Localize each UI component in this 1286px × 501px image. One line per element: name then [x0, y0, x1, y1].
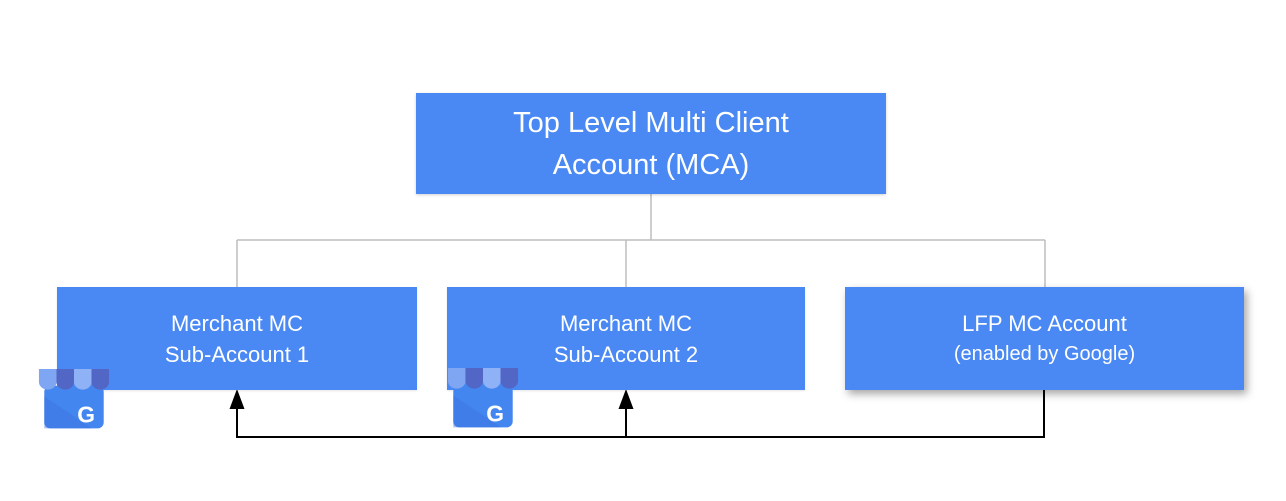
awning-stripe-2: [56, 369, 74, 390]
lfp-feed-line: [236, 390, 1045, 438]
awning-stripe-2: [465, 368, 483, 389]
awning-stripe-4: [500, 368, 519, 389]
google-g-letter: G: [77, 401, 95, 427]
awning-stripe-1: [38, 369, 57, 390]
node-top-level-mca: Top Level Multi Client Account (MCA): [416, 93, 886, 194]
awning-stripe-1: [447, 368, 466, 389]
google-g-letter: G: [486, 400, 504, 426]
awning-stripe-3: [483, 368, 501, 389]
storefront-body: [44, 385, 104, 429]
node-lfp-line1: LFP MC Account: [962, 311, 1127, 336]
arrowhead-into-sub2: [618, 389, 634, 409]
node-sub2-line1: Merchant MC: [559, 310, 693, 336]
node-lfp-mc-account: LFP MC Account (enabled by Google): [845, 287, 1244, 390]
node-sub1-line1: Merchant MC: [170, 310, 304, 336]
awning-stripe-3: [74, 369, 92, 390]
node-top-level-mca-line2: Account (MCA): [552, 148, 750, 181]
storefront-body: [453, 384, 513, 428]
node-lfp-line2: (enabled by Google): [953, 343, 1136, 365]
storefront-shade: [453, 395, 502, 428]
node-sub1-line2: Sub-Account 1: [164, 341, 310, 367]
google-business-profile-icon-sub1: G: [38, 369, 110, 429]
node-top-level-mca-line1: Top Level Multi Client: [513, 106, 789, 139]
node-merchant-sub-account-2: Merchant MC Sub-Account 2: [447, 287, 805, 390]
storefront-shade: [44, 396, 93, 429]
node-merchant-sub-account-1: Merchant MC Sub-Account 1: [57, 287, 417, 390]
node-sub2-line2: Sub-Account 2: [553, 341, 699, 367]
google-business-profile-icon-sub2: G: [447, 368, 519, 428]
arrowhead-into-sub1: [229, 389, 245, 409]
awning-stripe-4: [91, 369, 110, 390]
